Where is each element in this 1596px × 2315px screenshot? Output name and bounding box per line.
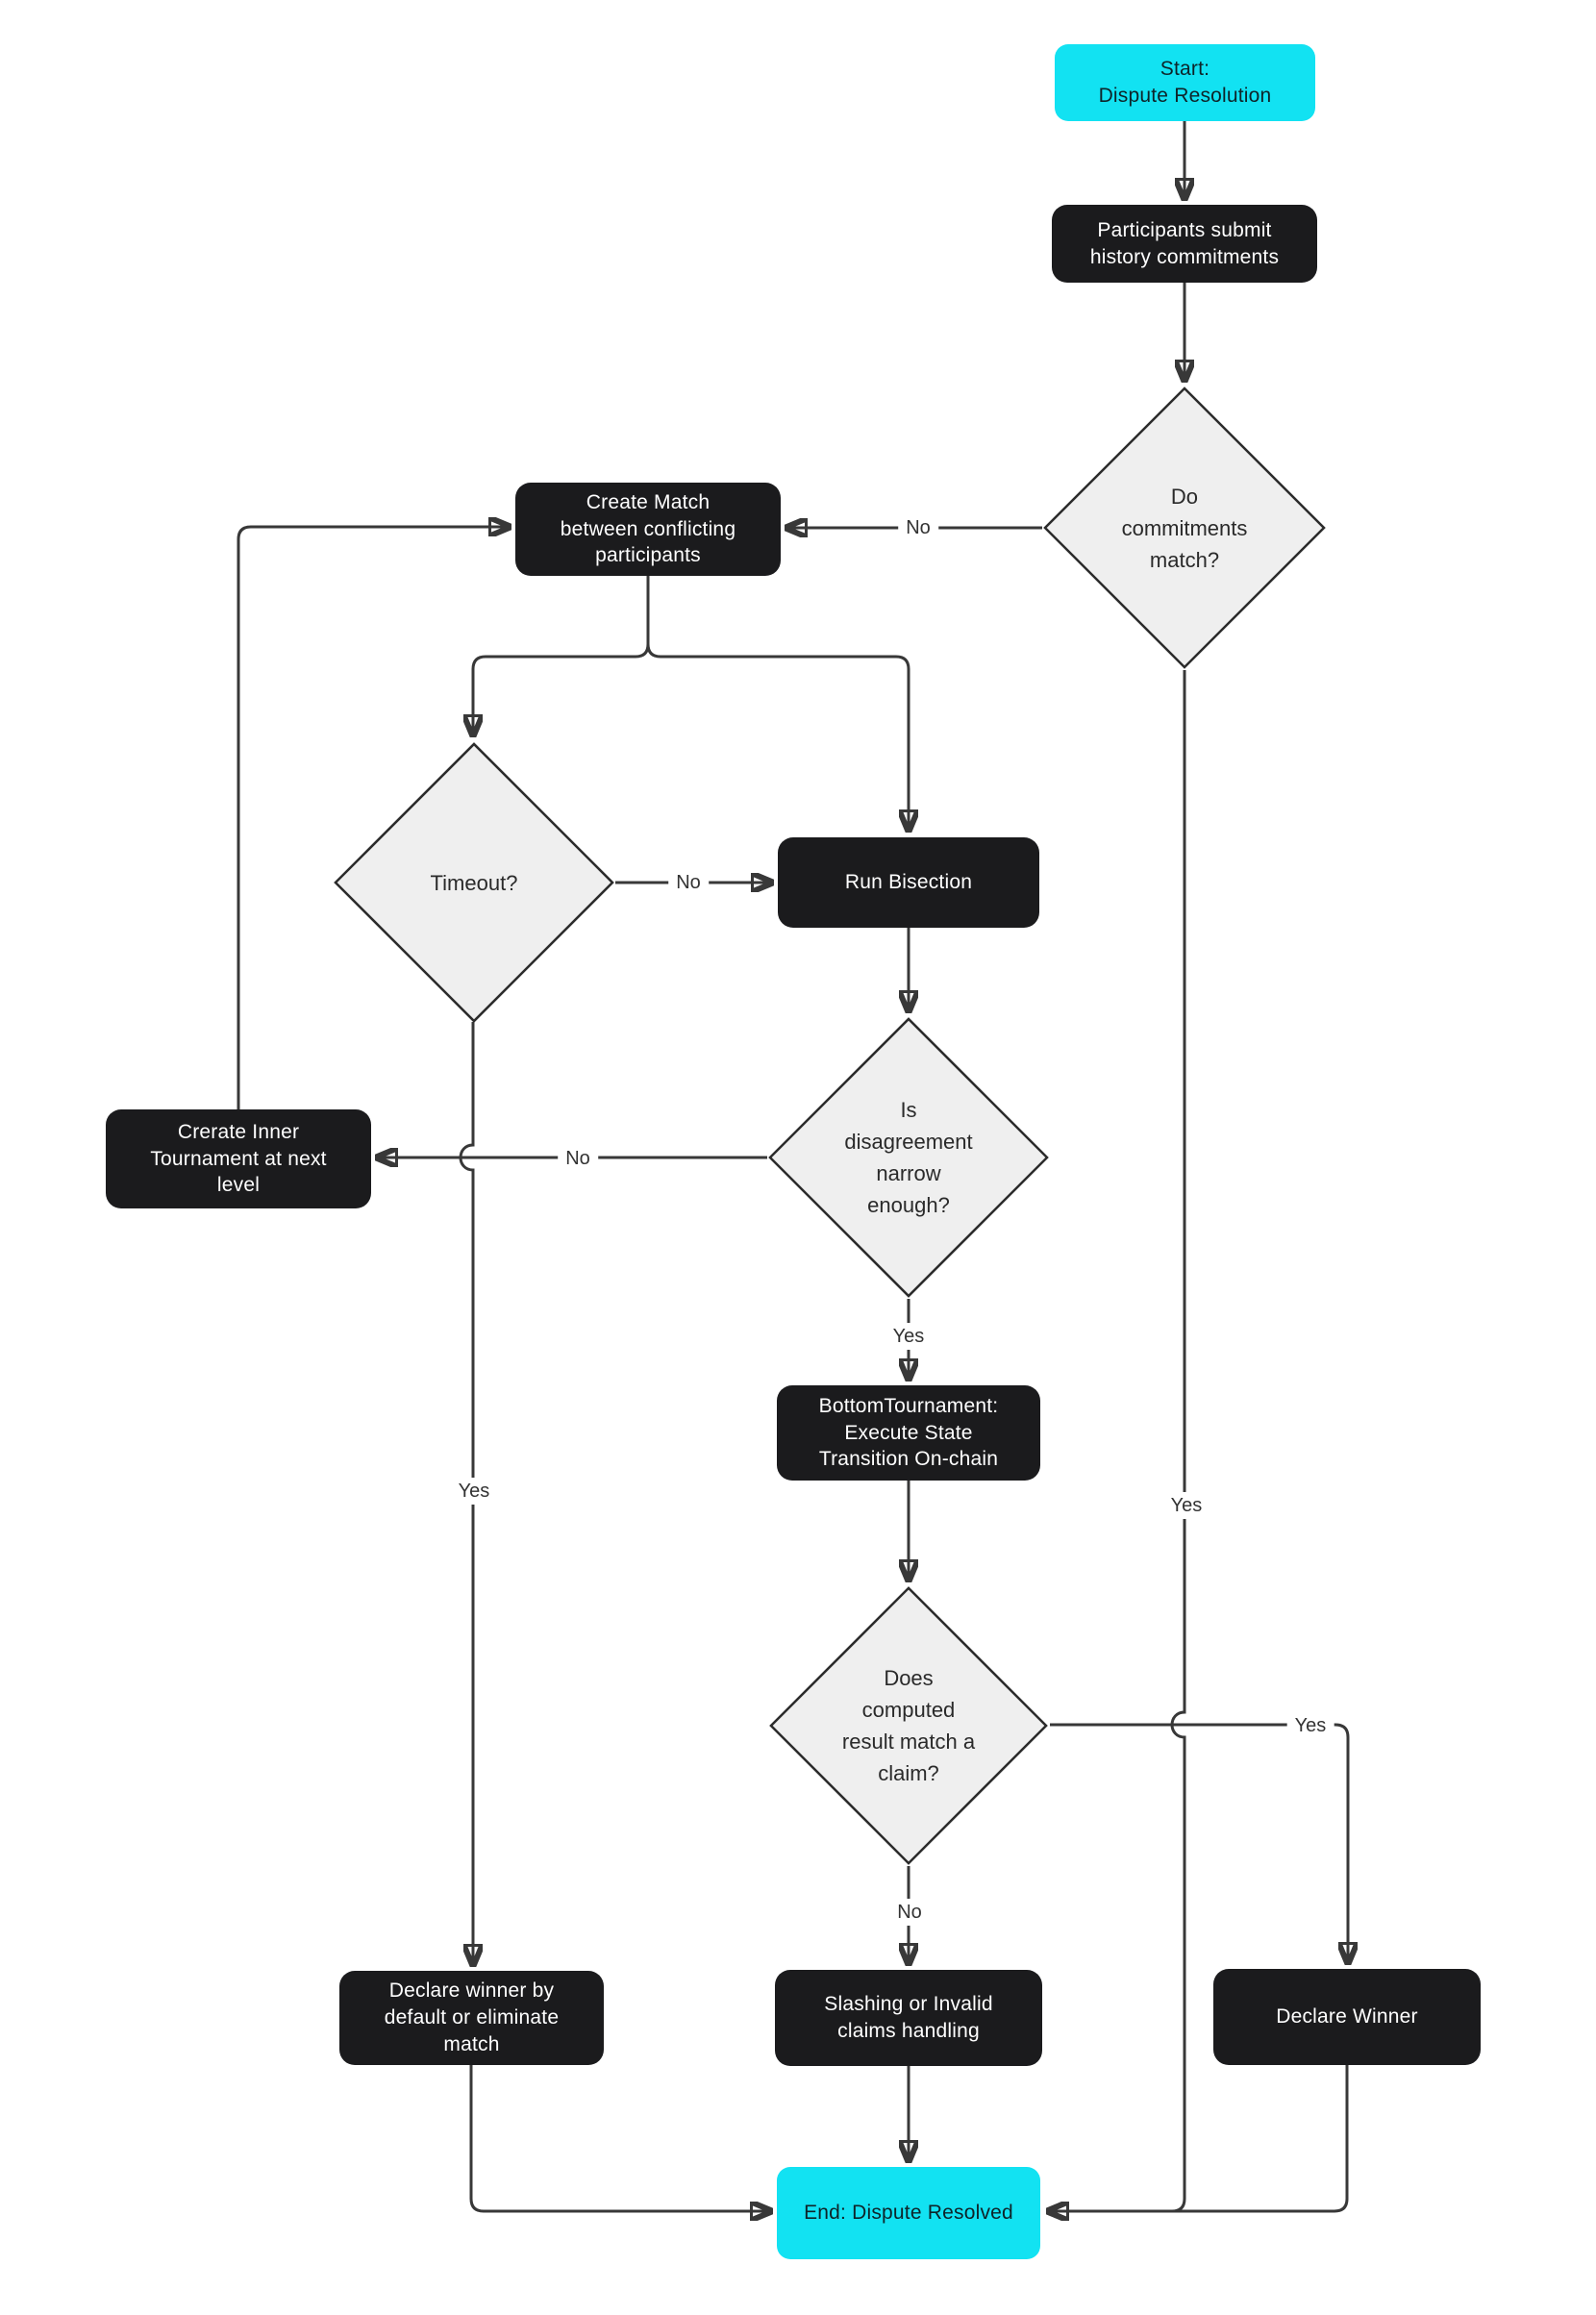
edge-inner-tournament-to-create-match	[237, 527, 508, 1109]
node-participants-submit: Participants submit history commitments	[1052, 205, 1317, 283]
node-start: Start: Dispute Resolution	[1055, 44, 1315, 121]
decision-timeout: Timeout?	[333, 741, 615, 1024]
slashing-label: Slashing or Invalid claims handling	[824, 1993, 993, 2042]
participants-label: Participants submit history commitments	[1089, 218, 1280, 268]
declare-default-label: Declare winner by default or eliminate m…	[384, 1979, 560, 2055]
node-bottom-tournament: BottomTournament: Execute State Transiti…	[777, 1385, 1040, 1481]
create-match-label: Create Match between conflicting partici…	[560, 490, 736, 567]
diamond-shape	[768, 1585, 1049, 1866]
edge-label-yes-disagreement: Yes	[885, 1323, 933, 1350]
edge-label-no-timeout: No	[668, 869, 709, 896]
edge-commitments-match-yes-to-end	[1050, 670, 1186, 2211]
edge-declare-default-to-end	[469, 2065, 769, 2211]
edge-label-no-disagreement: No	[558, 1145, 598, 1172]
edge-label-yes-timeout: Yes	[450, 1478, 498, 1505]
edge-label-yes-commitments: Yes	[1162, 1492, 1210, 1519]
end-label: End: Dispute Resolved	[804, 2202, 1013, 2225]
decision-commitments-match: Do commitments match?	[1042, 386, 1327, 670]
node-declare-winner: Declare Winner	[1213, 1969, 1481, 2065]
run-bisection-label: Run Bisection	[844, 871, 973, 894]
inner-tournament-label: Crerate Inner Tournament at next level	[150, 1120, 327, 1197]
declare-winner-label: Declare Winner	[1276, 2005, 1418, 2029]
decision-disagreement-narrow: Is disagreement narrow enough?	[767, 1016, 1050, 1299]
edge-label-no-commitments: No	[898, 514, 938, 541]
edge-create-match-to-timeout	[473, 576, 650, 734]
edge-label-no-result: No	[889, 1899, 930, 1926]
diamond-shape	[767, 1016, 1050, 1299]
commitments-match-label: Do commitments match?	[1121, 484, 1248, 572]
node-create-match: Create Match between conflicting partici…	[515, 483, 781, 576]
timeout-label: Timeout?	[430, 870, 518, 895]
edge-result-match-yes-to-declare-winner	[1050, 1723, 1348, 1961]
decision-result-match-claim: Does computed result match a claim?	[768, 1585, 1049, 1866]
bottom-tournament-label: BottomTournament: Execute State Transiti…	[818, 1394, 999, 1471]
edge-declare-winner-to-end	[1050, 2065, 1349, 2211]
node-end: End: Dispute Resolved	[777, 2167, 1040, 2259]
edge-create-match-to-run-bisection	[646, 576, 909, 829]
result-match-claim-label: Does computed result match a claim?	[841, 1666, 976, 1785]
node-run-bisection: Run Bisection	[778, 837, 1039, 928]
node-slashing: Slashing or Invalid claims handling	[775, 1970, 1042, 2066]
edge-label-yes-result: Yes	[1286, 1712, 1334, 1739]
diamond-shape	[1042, 386, 1327, 670]
diamond-shape	[333, 741, 615, 1024]
node-inner-tournament: Crerate Inner Tournament at next level	[106, 1109, 371, 1208]
disagreement-narrow-label: Is disagreement narrow enough?	[844, 1098, 973, 1217]
node-declare-default: Declare winner by default or eliminate m…	[339, 1971, 604, 2065]
start-label: Start: Dispute Resolution	[1098, 58, 1272, 107]
